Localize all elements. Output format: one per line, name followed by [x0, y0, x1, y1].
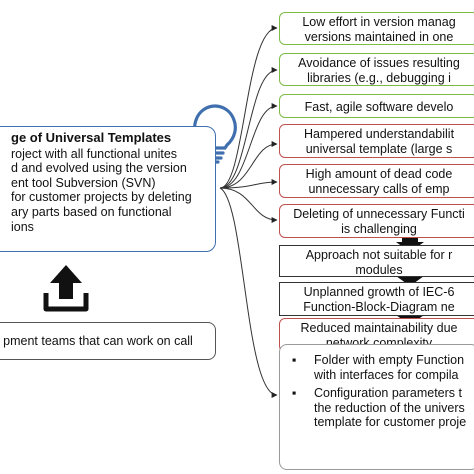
- bullet-item: ▪ Folder with empty Function with interf…: [286, 353, 474, 382]
- main-box-line: roject with all functional unites: [11, 146, 178, 161]
- drawback-box-deleting-functions: Deleting of unnecessary Functi is challe…: [279, 204, 474, 238]
- benefit-box-version-management: Low effort in version manag versions mai…: [279, 12, 474, 45]
- bullet-line: the reduction of the univers: [314, 400, 465, 415]
- consequence-box-not-suitable: Approach not suitable for r modules: [279, 245, 474, 277]
- connector-6: [219, 187, 278, 223]
- box-line: Approach not suitable for r: [305, 248, 453, 262]
- main-box-line: ent tool Subversion (SVN): [11, 175, 156, 190]
- box-line: Avoidance of issues resulting: [298, 56, 460, 70]
- team-box-text: pment teams that can work on call: [3, 334, 193, 348]
- universal-templates-box: ge of Universal Templates roject with al…: [0, 126, 216, 252]
- measures-box: ▪ Folder with empty Function with interf…: [279, 344, 474, 470]
- box-line: libraries (e.g., debugging i: [307, 70, 451, 85]
- connector-7: [219, 187, 278, 398]
- bullet-icon: ▪: [292, 353, 297, 367]
- drawback-box-understandability: Hampered understandabilit universal temp…: [279, 124, 474, 158]
- box-line: modules: [355, 262, 403, 277]
- box-line: universal template (large s: [305, 141, 453, 156]
- connector-arrows: [219, 25, 278, 398]
- box-line: Low effort in version manag: [302, 15, 456, 29]
- connector-1: [219, 25, 278, 189]
- box-line: is challenging: [341, 221, 417, 236]
- main-box-line: for customer projects by deleting: [11, 190, 192, 205]
- connector-3: [219, 103, 278, 189]
- box-line: Fast, agile software develo: [304, 100, 454, 114]
- box-line: Deleting of unnecessary Functi: [293, 207, 465, 221]
- main-box-line: d and evolved using the version: [11, 161, 187, 176]
- development-teams-box: pment teams that can work on call: [0, 322, 216, 360]
- upload-icon: [43, 265, 89, 312]
- main-box-title: ge of Universal Templates: [11, 130, 172, 145]
- drawback-box-dead-code: High amount of dead code unnecessary cal…: [279, 164, 474, 198]
- main-box-line: ions: [11, 219, 34, 234]
- bullet-line: with interfaces for compila: [314, 367, 459, 382]
- bullet-line: Configuration parameters t: [314, 386, 462, 400]
- connector-2: [219, 67, 278, 189]
- box-line: Unplanned growth of IEC-6: [303, 285, 455, 299]
- main-box-line: ary parts based on functional: [11, 204, 172, 219]
- benefit-box-agile-development: Fast, agile software develo: [279, 94, 474, 118]
- box-line: Hampered understandabilit: [303, 127, 455, 141]
- box-line: High amount of dead code: [305, 167, 453, 181]
- connector-4: [219, 141, 278, 189]
- connector-5: [219, 179, 278, 189]
- consequence-box-unplanned-growth: Unplanned growth of IEC-6 Function-Block…: [279, 282, 474, 316]
- box-line: unnecessary calls of emp: [308, 181, 450, 196]
- bullet-item: ▪ Configuration parameters t the reducti…: [286, 386, 474, 430]
- bullet-icon: ▪: [292, 386, 297, 400]
- box-line: versions maintained in one: [304, 29, 454, 44]
- box-line: Function-Block-Diagram ne: [303, 299, 455, 314]
- bullet-line: Folder with empty Function: [314, 353, 465, 367]
- benefit-box-avoidance-of-issues: Avoidance of issues resulting libraries …: [279, 53, 474, 86]
- bullet-line: template for customer proje: [314, 415, 467, 429]
- box-line: Reduced maintainability due: [300, 321, 458, 335]
